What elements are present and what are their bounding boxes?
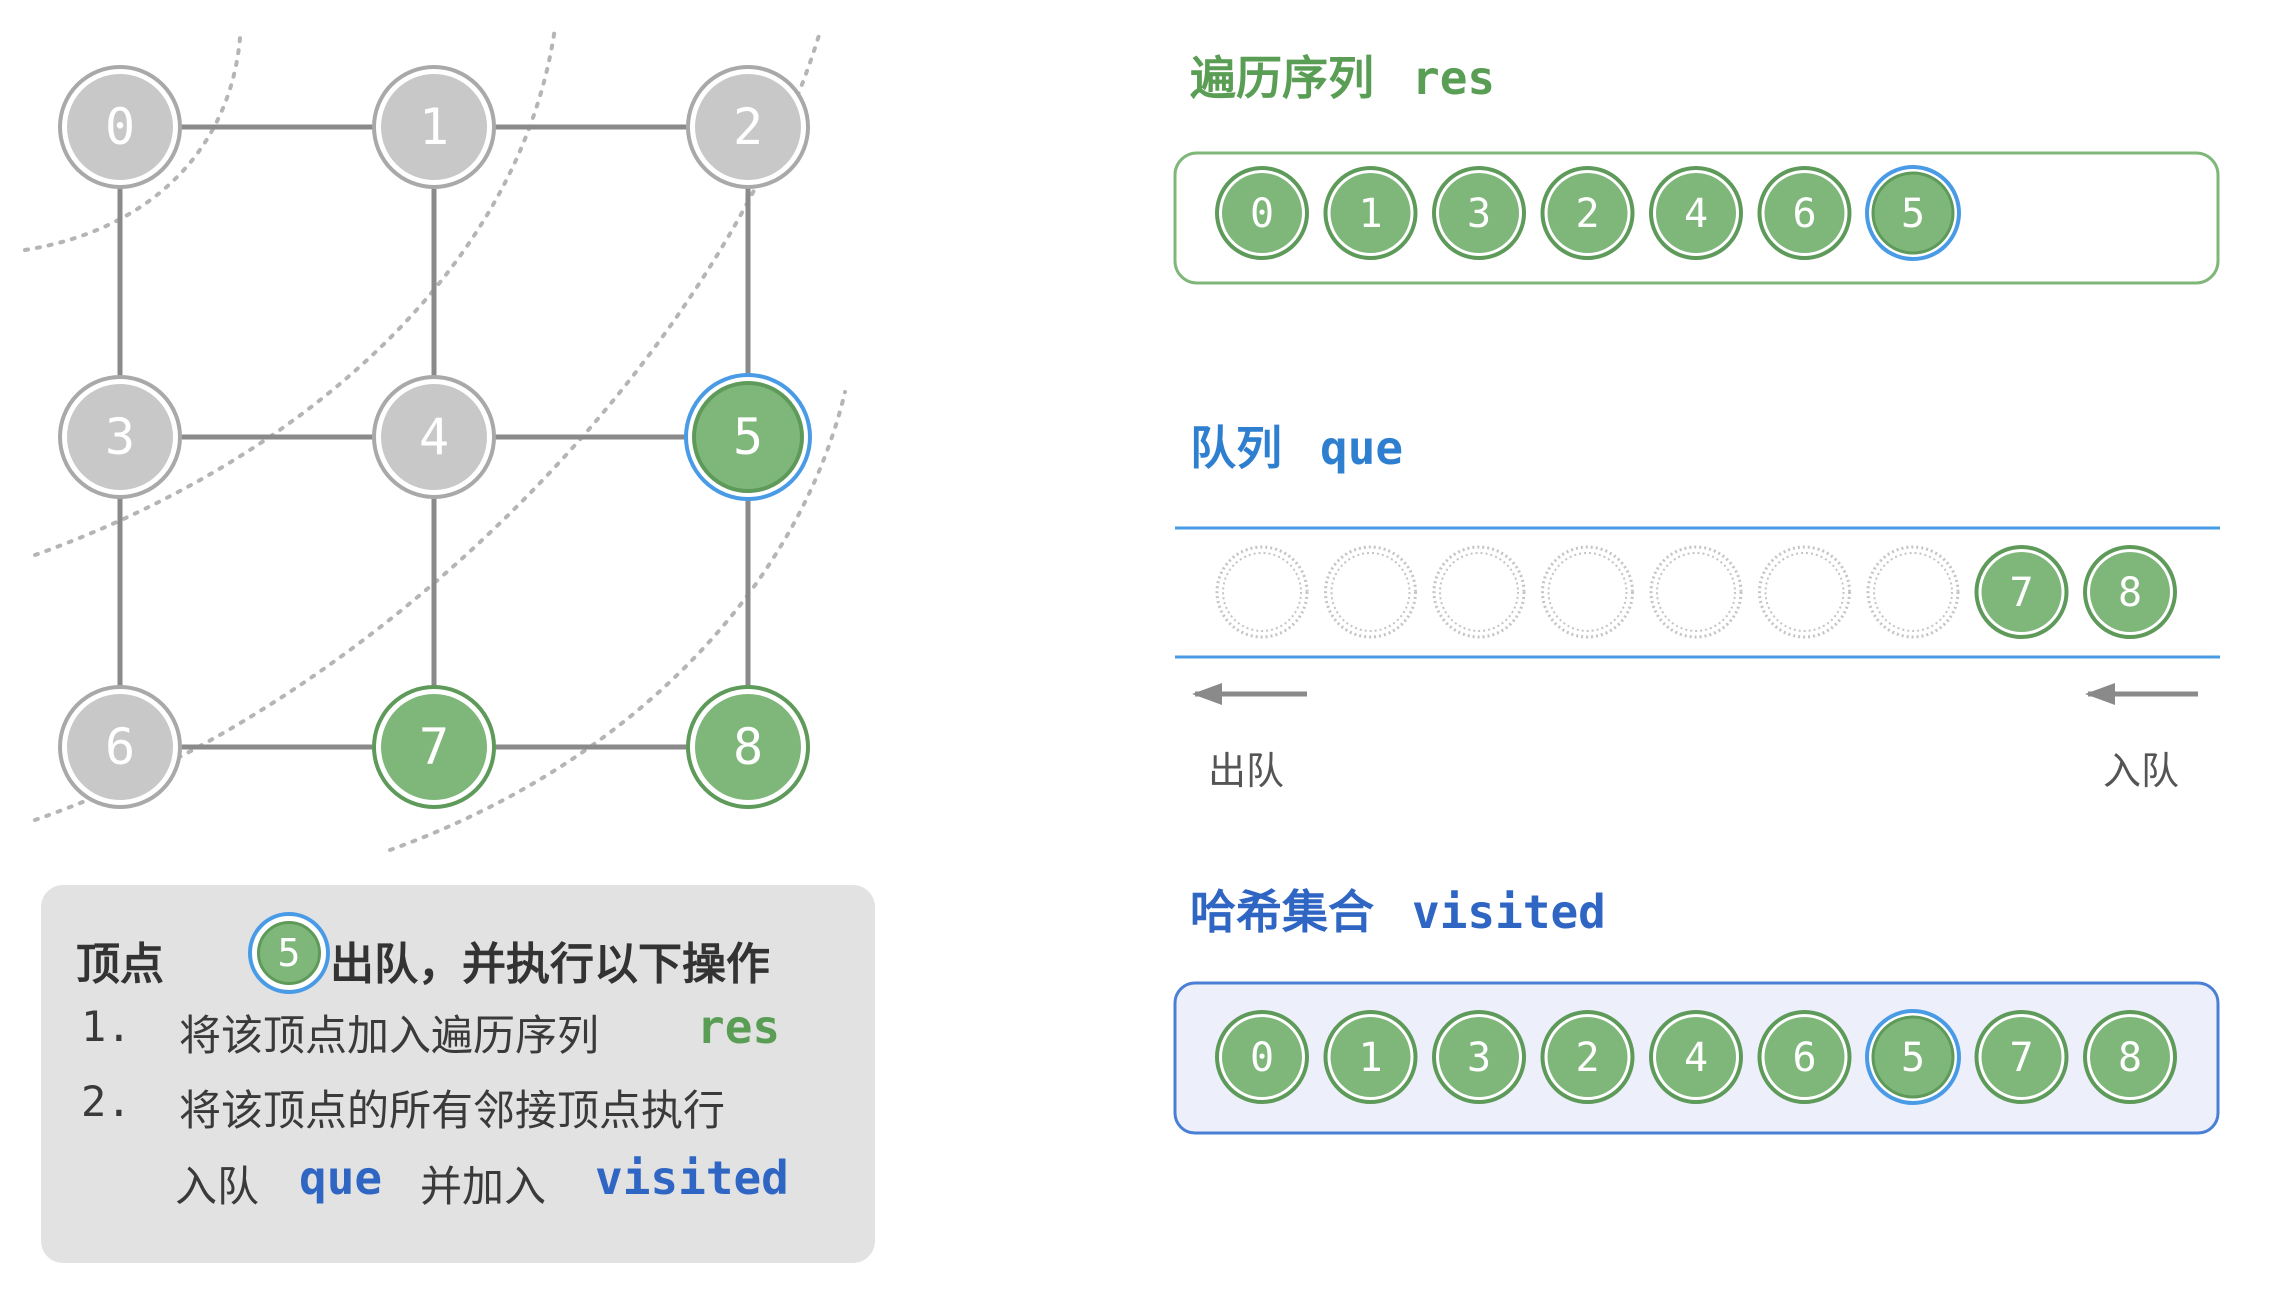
step2-mid-text: 并加入 xyxy=(420,1162,547,1211)
step2-number: 2. xyxy=(81,1077,132,1126)
step2-text: 将该顶点的所有邻接顶点执行 xyxy=(179,1086,726,1135)
res-title: 遍历序列 res xyxy=(1190,42,1495,108)
queue-empty-slot xyxy=(1215,545,1309,639)
enqueue-arrow-icon xyxy=(2085,683,2198,705)
visited-item-3: 3 xyxy=(1432,1010,1526,1104)
res-item-4-label: 4 xyxy=(1684,191,1708,237)
info-panel: 顶点 5 出队，并执行以下操作 1. 将该顶点加入遍历序列 res 2. 将该顶… xyxy=(41,885,875,1263)
visited-item-2-label: 2 xyxy=(1575,1035,1599,1081)
visited-item-6-label: 6 xyxy=(1792,1035,1816,1081)
graph-node-label: 6 xyxy=(105,718,135,776)
graph-node-3: 3 xyxy=(58,375,182,499)
res-item-3: 3 xyxy=(1432,166,1526,260)
queue-item-7-label: 7 xyxy=(2009,570,2033,616)
res-item-3-label: 3 xyxy=(1467,191,1491,237)
visited-item-5: 5 xyxy=(1865,1009,1961,1105)
step2-code-visited: visited xyxy=(595,1151,789,1205)
res-item-6: 6 xyxy=(1757,166,1852,260)
panel-heading-suffix: 出队，并执行以下操作 xyxy=(330,939,770,990)
panel-heading-prefix: 顶点 xyxy=(76,939,164,990)
res-items: 0 1 3 2 4 6 5 xyxy=(1215,165,1961,261)
res-item-1: 1 xyxy=(1323,166,1418,260)
graph-node-label: 4 xyxy=(419,408,449,466)
res-item-2-label: 2 xyxy=(1575,191,1599,237)
visited-item-3-label: 3 xyxy=(1467,1035,1491,1081)
graph-node-label: 2 xyxy=(733,98,763,156)
visited-item-4: 4 xyxy=(1649,1010,1743,1104)
visited-title-cn: 哈希集合 xyxy=(1190,885,1374,939)
res-item-6-label: 6 xyxy=(1792,191,1816,237)
dequeue-label: 出队 xyxy=(1208,749,1285,793)
visited-items: 0 1 3 2 4 6 5 7 8 xyxy=(1215,1009,2177,1105)
queue-empty-slot xyxy=(1432,545,1526,639)
panel-vertex-badge: 5 xyxy=(248,912,330,994)
visited-title: 哈希集合 visited xyxy=(1190,876,1606,942)
res-title-en: res xyxy=(1412,51,1496,105)
visited-title-en: visited xyxy=(1412,885,1606,939)
visited-item-6: 6 xyxy=(1757,1010,1852,1104)
queue-title-cn: 队列 xyxy=(1190,421,1282,475)
visited-item-4-label: 4 xyxy=(1684,1035,1708,1081)
queue-empty-slot xyxy=(1541,545,1634,639)
res-item-2: 2 xyxy=(1540,166,1635,260)
frontier-arc-3 xyxy=(388,390,847,852)
step2-code-que: que xyxy=(299,1151,383,1205)
graph-node-0: 0 xyxy=(58,65,182,189)
graph-node-2: 2 xyxy=(686,65,810,189)
graph-node-7: 7 xyxy=(372,685,496,809)
queue-title-en: que xyxy=(1320,421,1404,475)
res-item-0-label: 0 xyxy=(1250,191,1274,237)
graph-node-1: 1 xyxy=(372,65,496,189)
visited-item-5-label: 5 xyxy=(1901,1035,1925,1081)
res-item-5-label: 5 xyxy=(1901,191,1925,237)
graph-node-8: 8 xyxy=(686,685,810,809)
queue-empty-slot xyxy=(1866,545,1960,639)
graph-node-label: 5 xyxy=(733,408,763,466)
step1-text: 将该顶点加入遍历序列 xyxy=(179,1011,600,1060)
dequeue-arrow-icon xyxy=(1192,683,1307,705)
res-item-5: 5 xyxy=(1865,165,1961,261)
res-item-1-label: 1 xyxy=(1358,191,1382,237)
graph-node-5: 5 xyxy=(684,373,812,501)
visited-item-8-label: 8 xyxy=(2118,1035,2142,1081)
graph-node-label: 8 xyxy=(733,718,763,776)
graph-node-6: 6 xyxy=(58,685,182,809)
visited-item-0-label: 0 xyxy=(1250,1035,1274,1081)
panel-vertex-label: 5 xyxy=(257,921,321,985)
res-box xyxy=(1173,151,2220,285)
visited-item-8: 8 xyxy=(2083,1010,2177,1104)
graph-node-4: 4 xyxy=(372,375,496,499)
graph-node-label: 0 xyxy=(105,98,135,156)
queue-item-8-label: 8 xyxy=(2118,570,2142,616)
visited-item-7: 7 xyxy=(1974,1010,2069,1104)
step1-code: res xyxy=(697,1000,781,1054)
queue-empty-slot xyxy=(1758,545,1851,639)
queue-empty-slot xyxy=(1324,545,1417,639)
visited-item-1: 1 xyxy=(1323,1010,1418,1104)
graph-node-label: 3 xyxy=(105,408,135,466)
queue-item-8: 8 xyxy=(2083,545,2177,639)
frontier-arc-0 xyxy=(23,36,242,252)
step1-number: 1. xyxy=(81,1002,132,1051)
graph-node-label: 1 xyxy=(419,98,449,156)
visited-item-2: 2 xyxy=(1540,1010,1635,1104)
queue-empty-slot xyxy=(1649,545,1743,639)
graph-node-label: 7 xyxy=(419,718,449,776)
queue-title: 队列 que xyxy=(1190,412,1403,478)
step2-line2-text: 入队 xyxy=(175,1162,260,1211)
queue-item-7: 7 xyxy=(1974,545,2069,639)
res-item-0: 0 xyxy=(1215,166,1309,260)
visited-item-1-label: 1 xyxy=(1358,1035,1382,1081)
graph-nodes: 0 1 2 3 4 5 6 7 8 xyxy=(58,65,812,809)
visited-item-0: 0 xyxy=(1215,1010,1309,1104)
res-title-cn: 遍历序列 xyxy=(1190,51,1374,105)
enqueue-label: 入队 xyxy=(2103,749,2180,793)
res-item-4: 4 xyxy=(1649,166,1743,260)
visited-item-7-label: 7 xyxy=(2009,1035,2033,1081)
